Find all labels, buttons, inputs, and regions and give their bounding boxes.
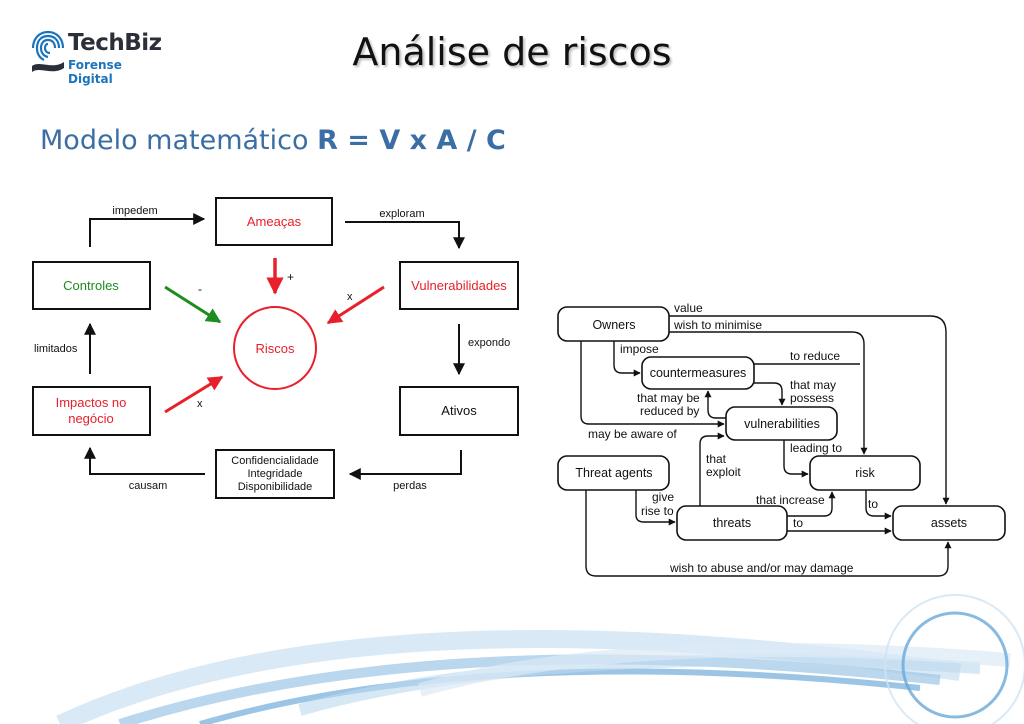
edge-cm-possess: [754, 382, 786, 406]
edge-owners-aware: [580, 341, 725, 428]
node-risk: [809, 455, 921, 491]
edge-perdas-label: perdas: [393, 480, 427, 492]
node-assets-label: assets: [931, 516, 967, 530]
edge-threats-exploit: [699, 432, 725, 506]
techbiz-logo: TechBiz Forense Digital: [30, 26, 162, 86]
edge-perdas: [348, 450, 462, 480]
edge-exploram-label: exploram: [379, 208, 424, 220]
sign-times-i: x: [197, 398, 203, 410]
node-impactos: [32, 386, 151, 436]
edge-impedem: [89, 213, 206, 247]
sign-times-v: x: [347, 291, 353, 303]
node-owners-label: Owners: [592, 318, 635, 332]
edge-exploram: [345, 221, 465, 250]
node-risk-label: risk: [855, 466, 875, 480]
node-ativos: [399, 386, 519, 436]
node-assets: [892, 505, 1006, 541]
node-controles-label: Controles: [63, 278, 119, 293]
subtitle-text: Modelo matemático: [40, 125, 309, 156]
label-that-increase: that increase: [756, 493, 825, 507]
node-cid-label-3: Disponibilidade: [238, 481, 313, 493]
risk-formula: R = V x A / C: [317, 125, 506, 156]
node-countermeasures: [641, 356, 755, 390]
label-that-exploit-2: exploit: [706, 465, 741, 479]
node-cid: [215, 449, 335, 499]
label-risk-to: to: [868, 497, 878, 511]
edge-vuln-leading-risk: [783, 440, 809, 478]
node-vulnerabilities: [725, 406, 838, 441]
label-wish-to-abuse: wish to abuse and/or may damage: [669, 561, 854, 575]
node-threats-label: threats: [713, 516, 751, 530]
label-that-may-possess-1: that may: [790, 378, 836, 392]
node-threat-agents: [557, 455, 670, 491]
page-title: Análise de riscos: [352, 30, 672, 74]
edge-impedem-label: impedem: [112, 205, 157, 217]
node-vulnerabilidades: [399, 261, 519, 310]
node-riscos-label: Riscos: [255, 341, 295, 356]
brand-tagline: Forense Digital: [68, 58, 122, 86]
node-cid-label-2: Integridade: [247, 468, 302, 480]
edge-causam-label: causam: [129, 480, 168, 492]
node-ativos-label: Ativos: [441, 403, 477, 418]
edge-agents-give-rise: [635, 490, 676, 526]
left-risk-diagram: Ameaças Vulnerabilidades Controles Risco…: [32, 197, 519, 499]
brand-name: TechBiz: [68, 30, 162, 56]
edge-limitados-label: limitados: [34, 343, 78, 355]
label-wish-to-minimise: wish to minimise: [673, 318, 762, 332]
label-impose: impose: [620, 342, 659, 356]
edge-vuln-reduced-by: [704, 390, 726, 419]
edge-risk-to-assets: [865, 490, 892, 520]
node-ameacas-label: Ameaças: [247, 214, 302, 229]
arrow-controles-riscos: [164, 285, 222, 324]
decorative-binary-wave: [56, 594, 1024, 724]
edge-threats-increase-risk: [787, 491, 836, 517]
label-that-may-possess-2: possess: [790, 391, 834, 405]
arrow-vulnerabilidades-riscos: [326, 285, 385, 325]
slide-subtitle: Modelo matemático R = V x A / C: [40, 125, 506, 156]
label-that-may-be-2: reduced by: [640, 404, 699, 418]
edge-owners-impose: [613, 341, 641, 377]
node-vulnerabilities-label: vulnerabilities: [744, 417, 820, 431]
node-countermeasures-label: countermeasures: [650, 366, 747, 380]
label-that-may-be-1: that may be: [637, 391, 700, 405]
edge-expondo-label: expondo: [468, 337, 510, 349]
right-risk-model-diagram: Owners countermeasures vulnerabilities T…: [557, 301, 1006, 577]
edge-owners-minimise-risk: [669, 331, 868, 455]
label-give-rise-2: rise to: [641, 504, 674, 518]
node-ameacas: [215, 197, 333, 246]
label-value: value: [674, 301, 703, 315]
label-leading-to: leading to: [790, 441, 842, 455]
edge-causam: [84, 446, 205, 475]
node-cid-label-1: Confidencialidade: [231, 455, 318, 467]
node-vulnerabilidades-label: Vulnerabilidades: [411, 278, 507, 293]
edge-agents-abuse-assets: [585, 490, 952, 577]
sign-plus: +: [287, 270, 294, 284]
node-impactos-label-2: negócio: [68, 411, 114, 426]
node-threat-agents-label: Threat agents: [575, 466, 652, 480]
label-threats-to: to: [793, 516, 803, 530]
node-threats: [676, 505, 788, 541]
node-riscos: [233, 306, 317, 390]
label-may-be-aware-of: may be aware of: [588, 427, 677, 441]
label-that-exploit-1: that: [706, 452, 727, 466]
label-give-rise-1: give: [652, 490, 674, 504]
arrow-impactos-riscos: [164, 375, 224, 414]
sign-minus: -: [198, 282, 202, 296]
edge-owners-value-assets: [669, 315, 950, 505]
node-controles: [32, 261, 151, 310]
fingerprint-icon: [31, 30, 65, 72]
node-impactos-label-1: Impactos no: [56, 395, 127, 410]
label-to-reduce: to reduce: [790, 349, 840, 363]
